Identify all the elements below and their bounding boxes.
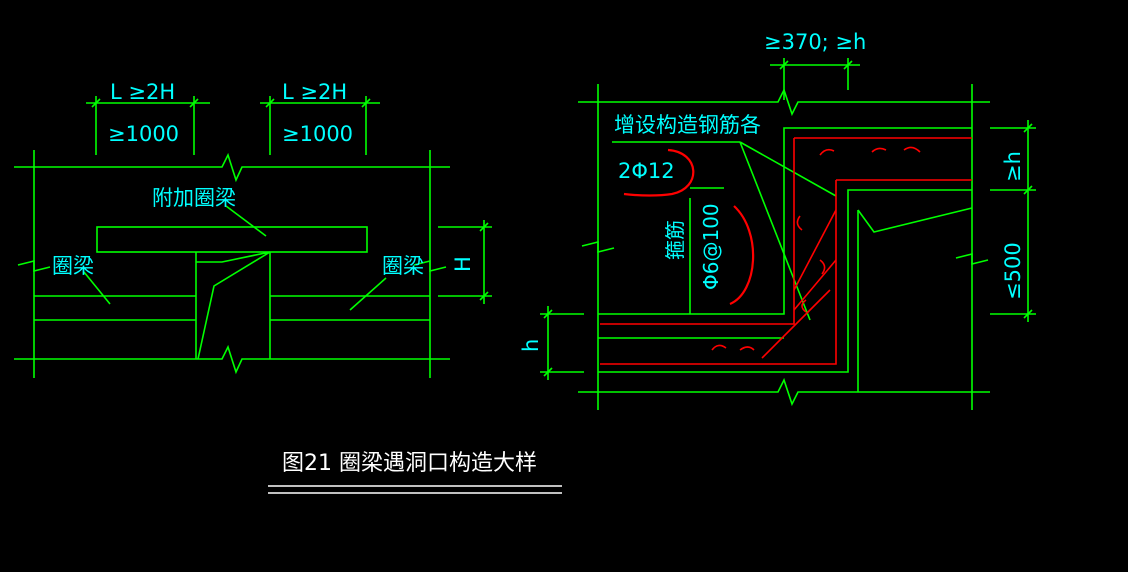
stirrup-spec: Φ6@100 bbox=[699, 203, 723, 290]
rebar-vertical-outer bbox=[600, 138, 795, 325]
dim-top-label: ≥370; ≥h bbox=[764, 30, 866, 54]
stirrup-label: 箍筋 bbox=[663, 220, 687, 260]
dim-right-lower-label: ≤500 bbox=[1001, 242, 1025, 300]
beam-outline-outer bbox=[598, 127, 972, 315]
dim-left-label: h bbox=[519, 339, 543, 352]
right-detail-labels: ≥370; ≥h 增设构造钢筋各 2Φ12 箍筋 Φ6@100 ≥h ≤500 … bbox=[519, 30, 1025, 352]
height-symbol-label: H bbox=[451, 256, 475, 272]
markup-curve-rebar bbox=[623, 148, 695, 197]
left-wall-top-breakline bbox=[14, 152, 450, 183]
opening-breakline bbox=[196, 251, 271, 360]
additional-ring-beam bbox=[96, 226, 368, 253]
leader-ring-beam-left bbox=[83, 271, 111, 305]
left-detail bbox=[14, 96, 492, 378]
dim-left-top-label: L ≥2H bbox=[110, 80, 175, 104]
rebar-lines bbox=[600, 137, 972, 365]
leader-additional-beam bbox=[225, 205, 267, 237]
dim-right-upper-label: ≥h bbox=[1001, 151, 1025, 182]
left-side-breakmark bbox=[17, 259, 51, 273]
left-wall-bottom-breakline bbox=[14, 344, 450, 375]
dim-left-bottom-label: ≥1000 bbox=[108, 122, 179, 146]
right-wall-top-breakline bbox=[578, 87, 990, 117]
ring-beam-right-label: 圈梁 bbox=[382, 254, 424, 278]
rebar-vertical-inner bbox=[600, 180, 837, 365]
dim-right-top-label: L ≥2H bbox=[282, 80, 347, 104]
additional-ring-beam-label: 附加圈梁 bbox=[152, 186, 236, 210]
added-rebar-spec: 2Φ12 bbox=[618, 159, 675, 183]
added-rebar-label: 增设构造钢筋各 bbox=[614, 113, 761, 137]
ring-beam-left-label: 圈梁 bbox=[52, 254, 94, 278]
left-detail-labels: L ≥2H ≥1000 L ≥2H ≥1000 附加圈梁 圈梁 圈梁 H bbox=[52, 80, 475, 278]
dim-right-bottom-label: ≥1000 bbox=[282, 122, 353, 146]
right-detail bbox=[540, 58, 1036, 410]
beam-outline-inner bbox=[598, 189, 972, 373]
right-wall-bottom-breakline bbox=[578, 377, 990, 407]
red-markup bbox=[623, 148, 755, 306]
leader-ring-beam-right bbox=[349, 277, 387, 311]
right-side-breakmark bbox=[413, 259, 447, 273]
drawing-title: 图21 圈梁遇洞口构造大样 bbox=[282, 451, 537, 476]
title-underline bbox=[268, 485, 562, 494]
markup-curve-stirrup bbox=[729, 205, 755, 306]
